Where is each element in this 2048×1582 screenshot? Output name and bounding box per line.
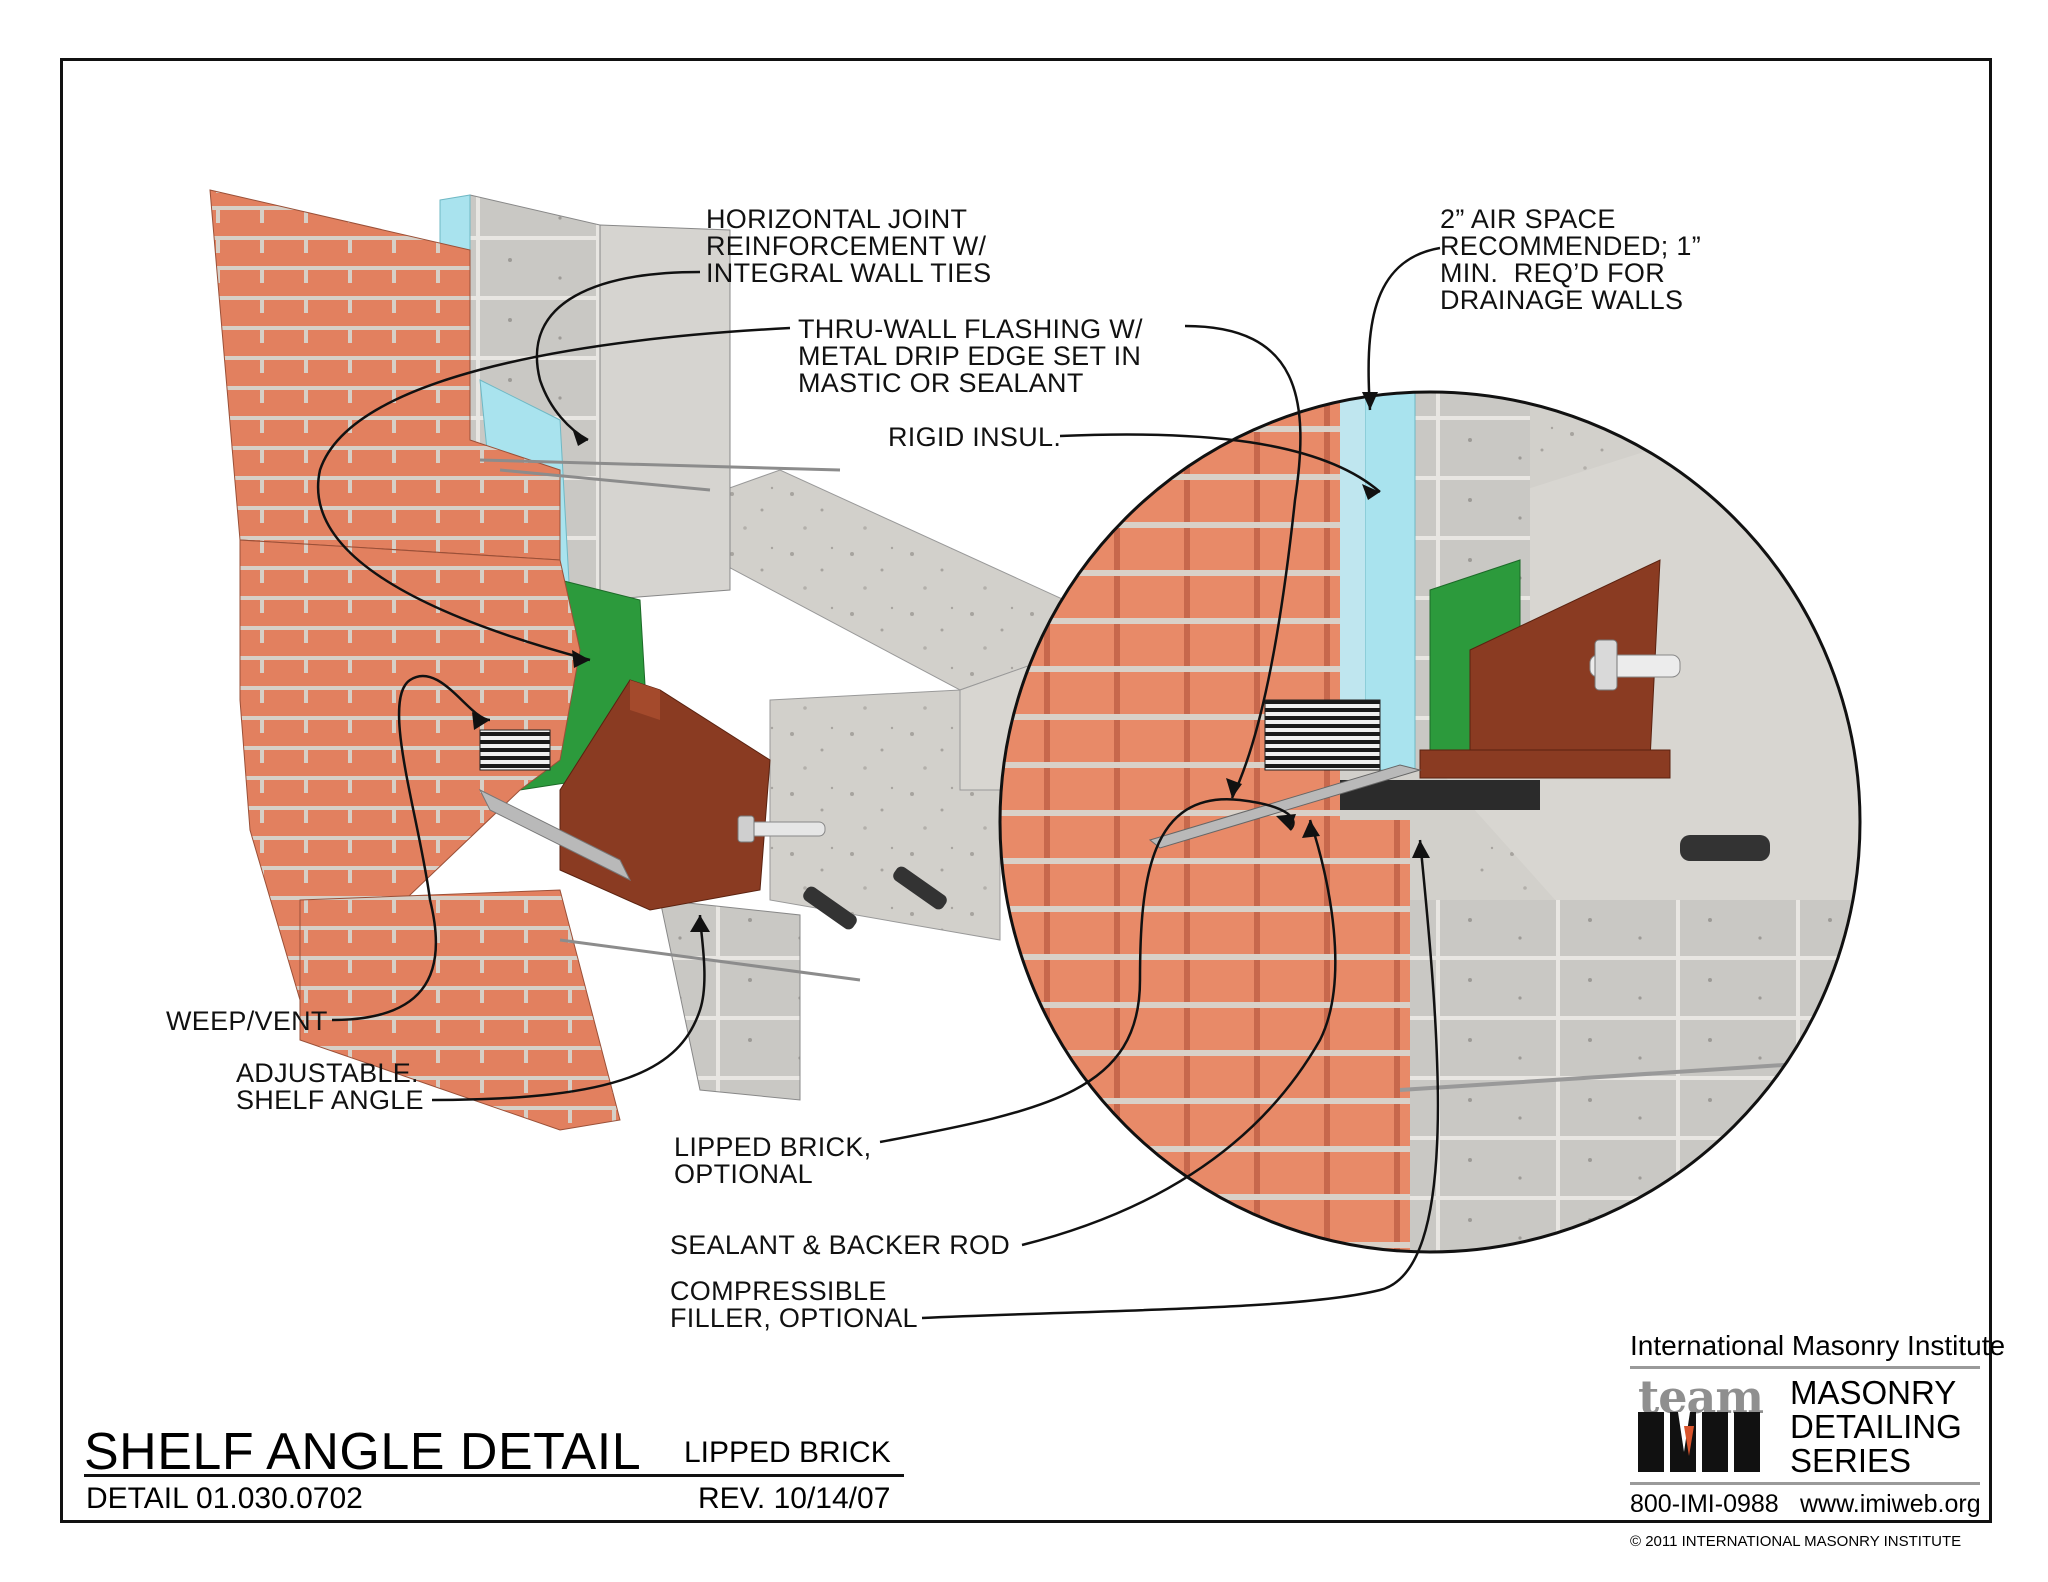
label-joint-reinforcement: HORIZONTAL JOINT REINFORCEMENT W/ INTEGR… [706, 204, 992, 288]
label-shelf-angle: ADJUSTABLE. SHELF ANGLE [236, 1058, 424, 1115]
label-filler: COMPRESSIBLE FILLER, OPTIONAL [670, 1276, 918, 1333]
logo-web: www.imiweb.org [1800, 1490, 1981, 1518]
imi-logo-icon [1638, 1412, 1760, 1472]
circle-weep [1264, 699, 1381, 771]
cmu-wall-lower [659, 899, 801, 1101]
cmu-wall-side [599, 224, 731, 601]
label-sealant: SEALANT & BACKER ROD [670, 1230, 1011, 1260]
circle-cmu-lower [1400, 900, 1860, 1252]
circle-lipped-brick [1260, 820, 1410, 1252]
logo-rule-bottom [1630, 1482, 1980, 1485]
brick-veneer-side [239, 539, 581, 1001]
anchor-bolt [744, 821, 826, 837]
circle-shelf-leg [1419, 749, 1671, 779]
logo-rule-top [1630, 1366, 1980, 1369]
label-flashing: THRU-WALL FLASHING W/ METAL DRIP EDGE SE… [798, 314, 1143, 398]
logo-series: MASONRY DETAILING SERIES [1790, 1374, 1962, 1479]
drip-edge [478, 788, 632, 882]
brick-veneer-lower [299, 889, 621, 1131]
arrowheads [472, 392, 1430, 932]
shelf-angle-leg [630, 680, 660, 720]
leader-lines [316, 246, 1441, 1320]
label-rigid-insulation: RIGID INSUL. [888, 422, 1062, 452]
drawing-subtitle: LIPPED BRICK [684, 1436, 891, 1469]
label-weep-vent: WEEP/VENT [166, 1006, 328, 1036]
title-rule [84, 1474, 904, 1477]
label-air-space: 2” AIR SPACE RECOMMENDED; 1” MIN. REQ’D … [1440, 204, 1702, 315]
detail-number: DETAIL 01.030.0702 [86, 1482, 363, 1515]
isometric-view [209, 189, 1132, 1131]
detail-circle [998, 390, 1862, 1254]
copyright: © 2011 INTERNATIONAL MASONRY INSTITUTE [1630, 1533, 1962, 1550]
weep-vent [479, 729, 551, 771]
drawing-title: SHELF ANGLE DETAIL [84, 1423, 642, 1481]
logo-phone: 800-IMI-0988 [1630, 1490, 1779, 1518]
label-lipped-brick: LIPPED BRICK, OPTIONAL [674, 1132, 872, 1189]
drawing-border [60, 58, 1992, 1523]
org-name: International Masonry Institute [1630, 1330, 2006, 1361]
revision-date: REV. 10/14/07 [698, 1482, 891, 1515]
